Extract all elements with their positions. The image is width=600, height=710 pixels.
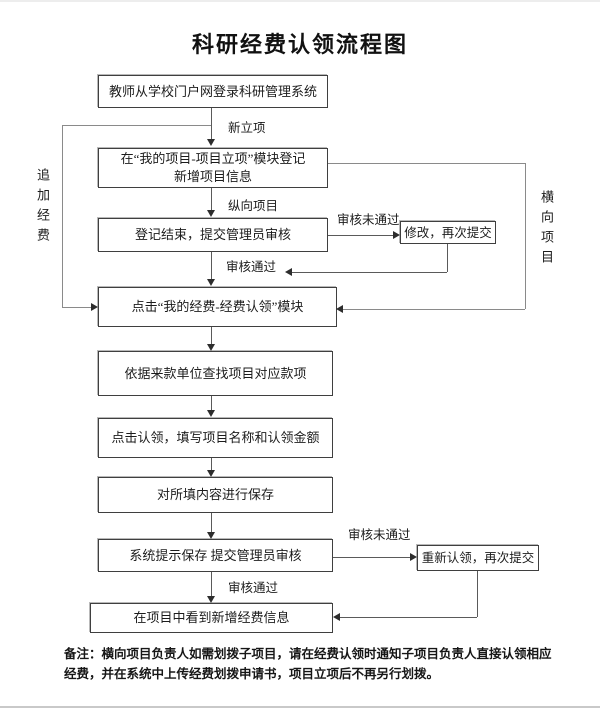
connector-line-additional-funding (62, 125, 211, 126)
edge-label-additional-funding: 追加经费 (35, 168, 50, 248)
connector-line-additional-funding (62, 125, 63, 307)
flow-box-see-new-funding: 在项目中看到新增经费信息 (90, 603, 333, 633)
connector-line-horizontal-project (343, 309, 525, 310)
connector-line (211, 188, 212, 210)
footnote-text: 横向项目负责人如需划拨子项目，请在经费认领时通知子项目负责人直接认领相应经费，并… (64, 647, 552, 681)
connector-line (211, 396, 212, 410)
connector-line-resubmit-return-bottom (340, 617, 477, 618)
flow-box-modify-resubmit: 修改，再次提交 (400, 221, 496, 244)
connector-line (211, 108, 212, 139)
flow-box-submit-review: 登记结束，提交管理员审核 (98, 218, 328, 252)
page-title: 科研经费认领流程图 (191, 32, 408, 57)
arrow-right-icon (91, 303, 98, 311)
flow-box-register-line2: 新增项目信息 (173, 169, 252, 184)
flow-box-system-save-submit-label: 系统提示保存 提交管理员审核 (129, 547, 302, 563)
arrow-down-icon (207, 279, 215, 286)
page-edge-bottom (0, 706, 600, 708)
connector-line (211, 252, 212, 279)
footnote: 备注：横向项目负责人如需划拨子项目，请在经费认领时通知子项目负责人直接认领相应经… (64, 644, 560, 684)
connector-line (211, 513, 212, 532)
arrow-down-icon (207, 210, 215, 217)
arrow-left-icon (285, 268, 292, 276)
flow-box-login-label: 教师从学校门户网登录科研管理系统 (108, 83, 317, 99)
arrow-right-icon (410, 553, 417, 561)
flow-box-save-content: 对所填内容进行保存 (98, 477, 333, 513)
flow-box-system-save-submit: 系统提示保存 提交管理员审核 (98, 539, 333, 572)
connector-line (211, 572, 212, 596)
arrow-left-icon (336, 305, 343, 313)
flow-box-see-new-funding-label: 在项目中看到新增经费信息 (133, 610, 290, 625)
edge-label-horizontal-project: 横向项目 (539, 190, 554, 270)
flow-box-find-payment-label: 依据来款单位查找项目对应款项 (124, 365, 307, 381)
arrow-down-icon (207, 139, 215, 146)
flow-box-claim-fill: 点击认领，填写项目名称和认领金额 (98, 418, 333, 458)
flow-box-find-payment: 依据来款单位查找项目对应款项 (98, 351, 333, 396)
flow-box-claim-module: 点击“我的经费-经费认领”模块 (98, 287, 337, 327)
flow-box-login: 教师从学校门户网登录科研管理系统 (98, 75, 328, 108)
arrow-down-icon (207, 470, 215, 477)
edge-label-new-project: 新立项 (228, 121, 266, 135)
connector-line (211, 327, 212, 344)
page-edge-top (0, 0, 600, 2)
connector-line-review-failed-bottom (333, 557, 410, 558)
connector-line-horizontal-project (525, 163, 526, 309)
arrow-down-icon (207, 410, 215, 417)
connector-line-horizontal-project (328, 163, 525, 164)
flow-box-register-line1: 在“我的项目-项目立项”模块登记 (120, 151, 306, 166)
arrow-left-icon (333, 613, 340, 621)
arrow-right-icon (393, 231, 400, 239)
arrow-down-icon (207, 532, 215, 539)
flow-box-submit-review-label: 登记结束，提交管理员审核 (134, 227, 291, 242)
arrow-down-icon (207, 596, 215, 603)
connector-line-review-failed-top (328, 235, 393, 236)
edge-label-review-passed-bottom: 审核通过 (228, 581, 279, 595)
connector-line-resubmit-return-top (292, 272, 447, 273)
edge-label-review-failed-top: 审核未通过 (337, 213, 400, 227)
flow-box-claim-fill-label: 点击认领，填写项目名称和认领金额 (111, 430, 320, 445)
connector-line-additional-funding (62, 307, 91, 308)
footnote-label: 备注： (64, 647, 102, 661)
edge-label-review-passed-top: 审核通过 (226, 260, 277, 274)
flow-box-reclaim-resubmit-label: 重新认领，再次提交 (421, 551, 535, 565)
connector-line-resubmit-return-bottom (477, 571, 478, 617)
arrow-down-icon (207, 344, 215, 351)
edge-label-review-failed-bottom: 审核未通过 (348, 528, 411, 542)
flow-box-save-content-label: 对所填内容进行保存 (156, 487, 274, 502)
connector-line (211, 458, 212, 470)
flow-box-modify-resubmit-label: 修改，再次提交 (404, 225, 492, 240)
edge-label-vertical-project: 纵向项目 (228, 199, 279, 213)
connector-line-resubmit-return-top (447, 244, 448, 272)
flow-box-register-project: 在“我的项目-项目立项”模块登记 新增项目信息 (98, 148, 328, 188)
flow-box-reclaim-resubmit: 重新认领，再次提交 (417, 545, 539, 571)
flow-box-claim-module-label: 点击“我的经费-经费认领”模块 (131, 299, 304, 314)
